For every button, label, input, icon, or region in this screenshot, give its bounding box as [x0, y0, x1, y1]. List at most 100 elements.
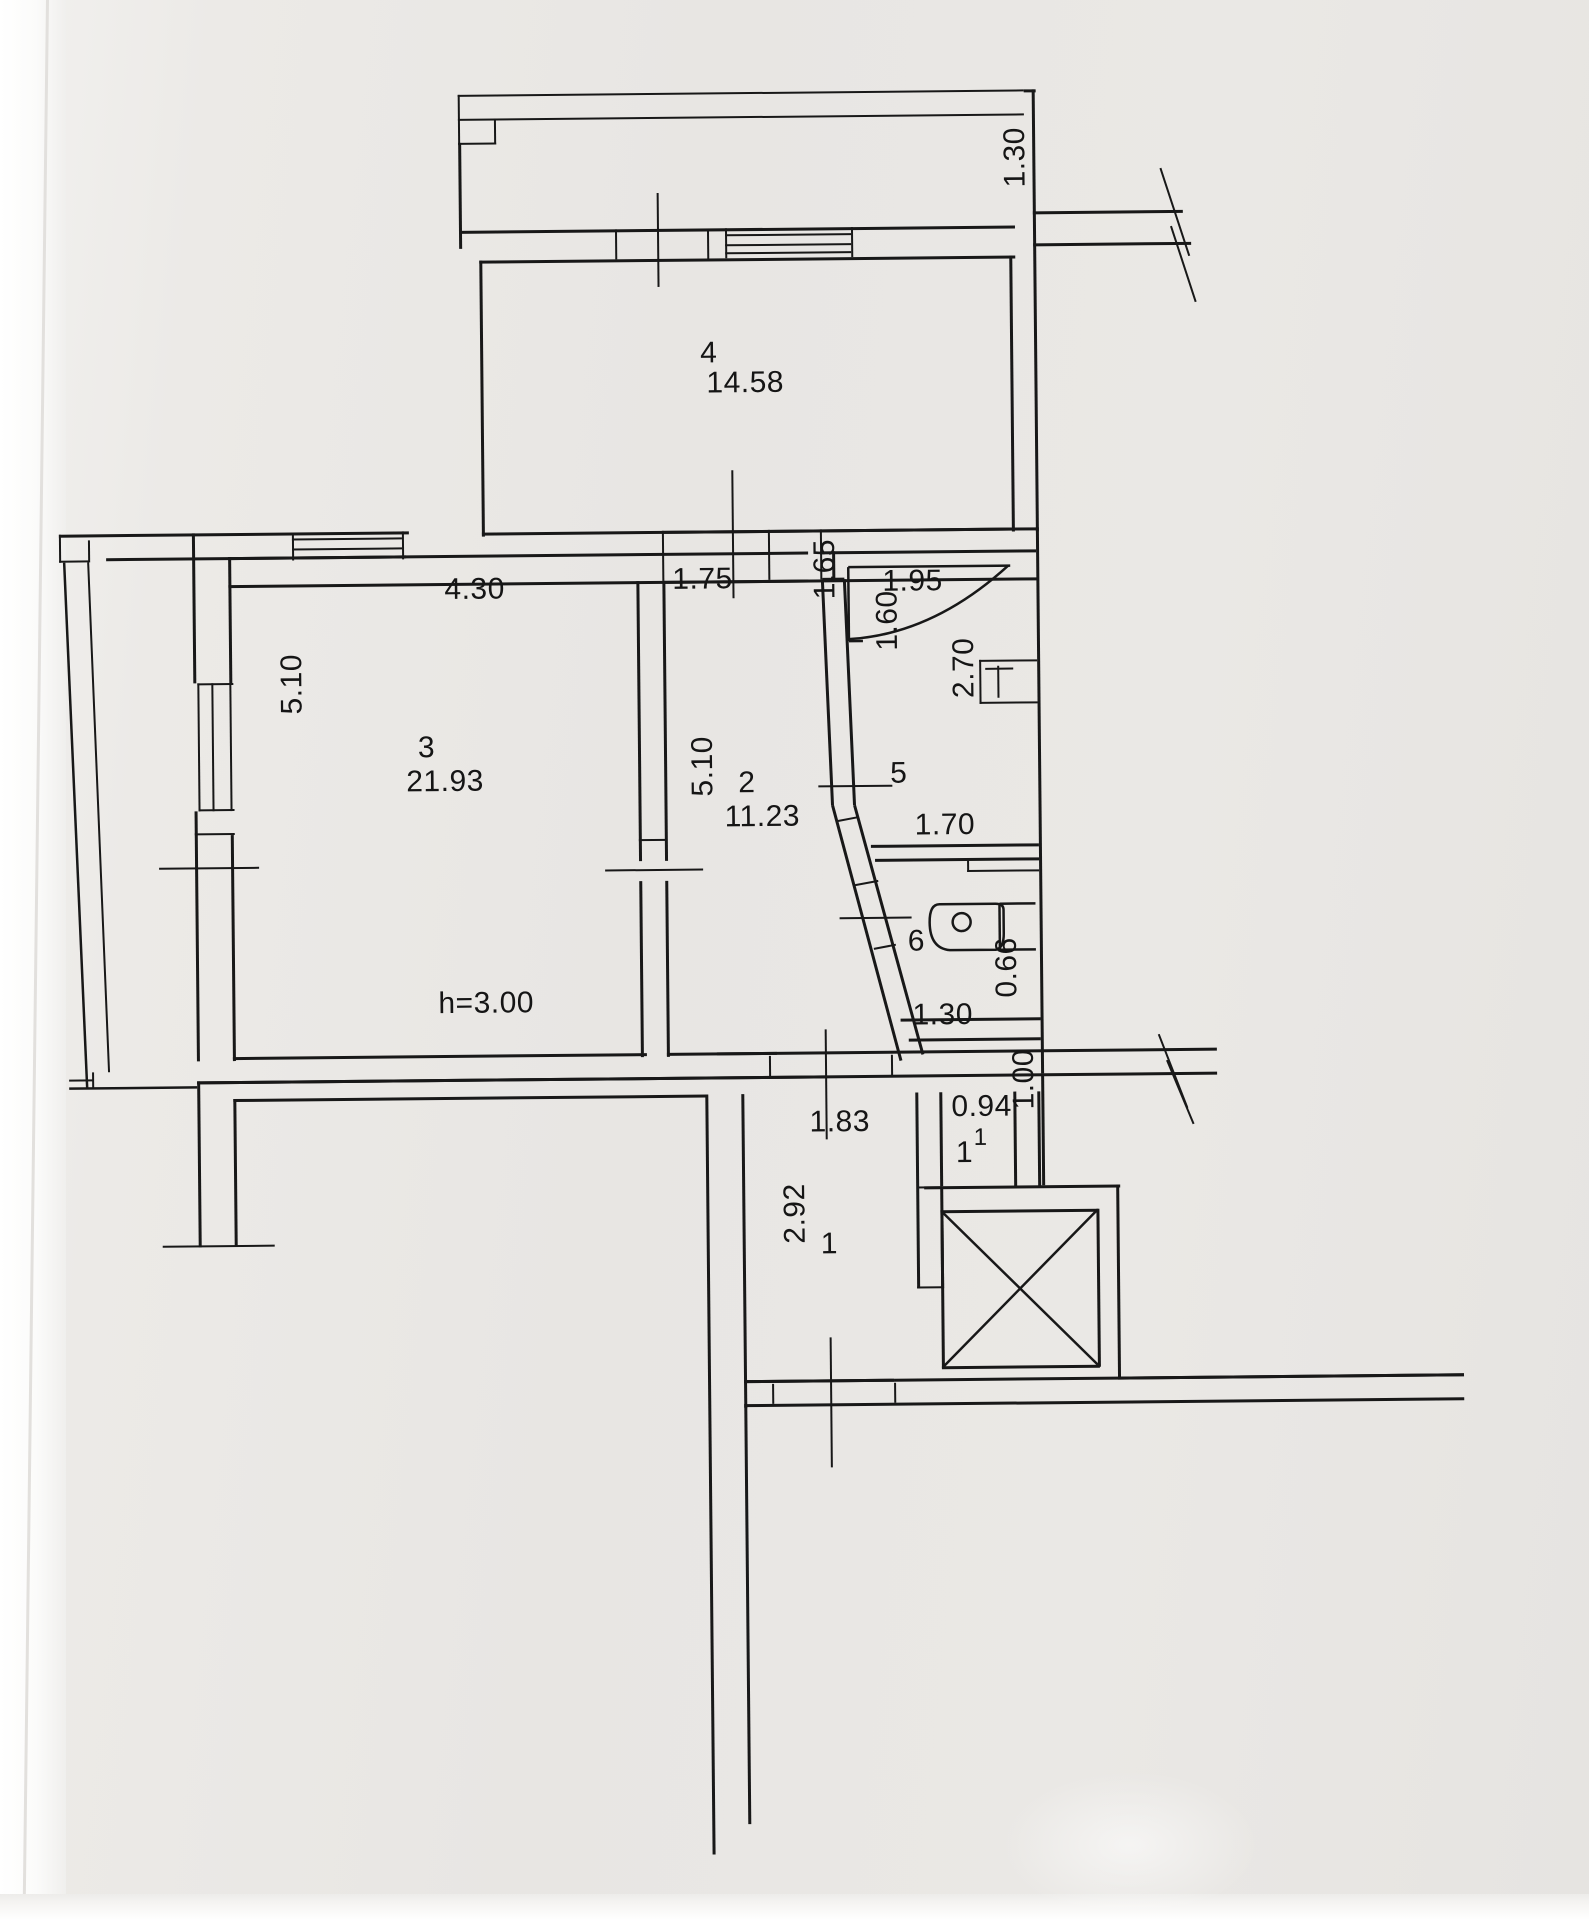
corridor-bottom-wall	[197, 1071, 1218, 1085]
axis-line-left-lower	[162, 1244, 275, 1248]
bathroom-bottom-wall-nib2	[967, 869, 1040, 873]
shaft-inner-right	[1096, 1208, 1101, 1367]
room4-window-jamb-mid	[706, 228, 710, 259]
scan-left-white-margin	[0, 0, 66, 1920]
balcony-left-cap-bottom	[458, 142, 497, 145]
hall-left-wall	[741, 1094, 748, 1409]
room3-right-wall-upper-inner	[662, 580, 669, 861]
room4-top-wall-inner	[479, 255, 1016, 264]
room3-window-pane-2	[292, 547, 403, 551]
closet-left-wall-upper-inner	[939, 1092, 944, 1187]
bathroom-sink-bottom	[979, 701, 1038, 704]
room3-window-jamb-left	[291, 532, 295, 561]
shaft-outer-top	[924, 1184, 1121, 1190]
room-1-number: 1	[820, 1227, 839, 1261]
dimension-room3-right-height: 5.10	[685, 735, 720, 797]
lower-shaft-left-wall	[744, 1404, 752, 1825]
closet-left-wall-lower	[916, 1188, 921, 1289]
room-3-number: 3	[417, 731, 436, 765]
bathroom-top-wall	[820, 549, 1037, 555]
room3-left-wall-upper-inner	[228, 557, 233, 684]
room3-top-wall-outer	[228, 551, 809, 561]
left-lower-right-wall	[705, 1094, 716, 1855]
balcony-left-cap-outer	[457, 94, 461, 145]
room3-right-wall-lower	[639, 881, 644, 1058]
room2-doorway-jamb-right	[767, 529, 771, 580]
hall-bottom-door-jamb-r	[894, 1382, 897, 1403]
bathroom-sink-basin	[985, 667, 1014, 670]
room-3-area: 21.93	[406, 764, 485, 799]
shaft-inner-bottom	[941, 1364, 1100, 1370]
room4-window-jamb-left	[614, 229, 618, 260]
axis-tick-bath-door	[818, 784, 893, 788]
landing-right-wall	[1118, 1373, 1465, 1380]
dimension-room3-width: 4.30	[444, 572, 505, 607]
left-balcony-top-cap2	[87, 540, 91, 563]
closet-left-wall-upper	[915, 1092, 920, 1187]
room-4-area: 14.58	[706, 365, 785, 400]
room4-window-jamb-end	[850, 227, 854, 258]
left-block-top-wall-outer	[58, 531, 409, 538]
bathroom-bottom-wall-bottom	[875, 857, 1040, 862]
balcony-top-outer-wall	[457, 89, 1024, 97]
wc-bottom-wall-bottom	[908, 1037, 1041, 1042]
room-1-closet-number-sup: 1	[973, 1123, 988, 1151]
bathroom-sink-top	[979, 659, 1038, 662]
room3-right-wall-lower-inner	[665, 880, 670, 1057]
closet-door-sill	[917, 1286, 944, 1289]
room3-balcony-door-head	[197, 683, 234, 686]
exterior-right-wall-upper	[1031, 89, 1039, 532]
room4-left-wall	[479, 260, 485, 537]
room-2-area: 11.23	[724, 799, 801, 834]
shaft-outer-right	[1116, 1184, 1122, 1379]
room4-window-pane-3	[725, 251, 852, 255]
room2-top-wall-outer	[661, 527, 1037, 534]
room3-left-wall-upper	[191, 533, 197, 684]
dimension-bath-height: 2.70	[946, 637, 981, 699]
room-1-closet-number: 1	[955, 1135, 974, 1170]
hall-bottom-door-jamb-l	[772, 1383, 775, 1404]
room3-left-wall-sill-band	[194, 833, 235, 836]
room-2-number: 2	[738, 766, 756, 800]
right-landing-wall-top	[1032, 209, 1183, 215]
corridor-top-wall	[716, 1047, 1217, 1056]
room4-right-wall	[1009, 255, 1015, 532]
room3-balcony-door-jamb-l	[197, 683, 201, 812]
left-lower-wall-outer	[197, 1081, 202, 1248]
exterior-right-wall-top-cap	[1023, 89, 1036, 93]
exterior-right-wall-lower	[1041, 1073, 1046, 1186]
scan-bottom-white-margin	[0, 1894, 1589, 1920]
axis-line-left-wall	[159, 866, 260, 870]
entry-door-jamb-right	[890, 1054, 894, 1077]
dimension-room2-right-upper: 1.65	[807, 538, 842, 600]
entry-door-jamb-left	[768, 1055, 772, 1078]
room3-door-head	[638, 838, 667, 842]
dimension-closet-depth: 1.00	[1006, 1048, 1041, 1110]
axis-line-room3-partition	[605, 868, 704, 872]
room3-window-jamb-right	[401, 531, 405, 560]
dimension-bath-bottom-width: 1.70	[914, 807, 976, 842]
dimension-bath-left: 1.60	[870, 590, 905, 651]
room3-balcony-door-jamb-r	[229, 683, 233, 812]
dimension-hall-width: 1.83	[809, 1104, 871, 1139]
room4-top-wall-outer	[458, 225, 1015, 234]
room-6-number: 6	[907, 924, 926, 958]
dimension-wc-width: 1.30	[912, 997, 974, 1032]
bathroom-bottom-wall-top	[870, 843, 1039, 848]
room-5-number: 5	[890, 756, 908, 790]
hall-bottom-wall-top2	[744, 1378, 895, 1384]
ceiling-height-label: h=3.00	[438, 986, 535, 1021]
dimension-top-right-depth: 1.30	[998, 126, 1032, 188]
axis-tick-wc-door	[839, 916, 912, 920]
room3-right-wall-upper	[636, 581, 643, 862]
